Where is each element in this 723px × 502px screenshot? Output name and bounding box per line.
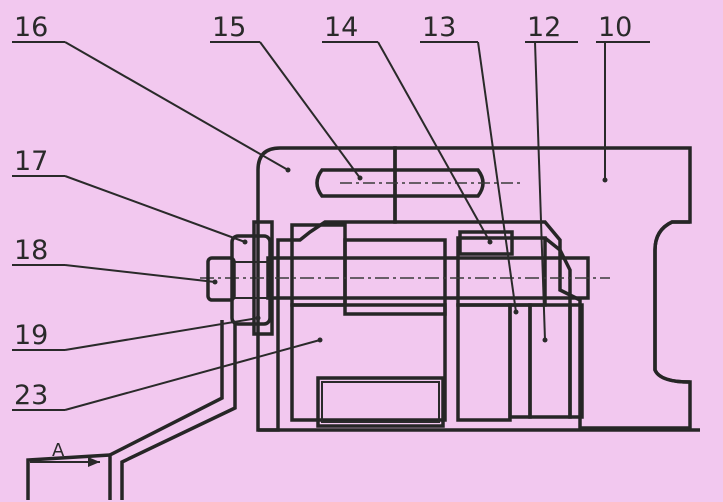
label-12: 12 bbox=[527, 12, 561, 43]
view-a-arrow: A bbox=[30, 440, 100, 467]
label-19: 19 bbox=[14, 320, 48, 351]
nut-17 bbox=[230, 220, 274, 336]
ring-13 bbox=[456, 236, 547, 422]
lever-arm bbox=[26, 320, 237, 500]
label-17: 17 bbox=[14, 146, 48, 177]
bolt-end-18 bbox=[206, 256, 236, 302]
view-a-label: A bbox=[52, 440, 65, 461]
reference-numerals: 16 15 14 13 12 10 17 18 19 23 bbox=[14, 12, 632, 411]
pin-15 bbox=[315, 168, 520, 198]
leader-lines bbox=[12, 41, 650, 411]
label-10: 10 bbox=[598, 12, 632, 43]
shaft-18 bbox=[200, 230, 610, 316]
coil-winding bbox=[316, 376, 445, 428]
label-23: 23 bbox=[14, 380, 48, 411]
label-16: 16 bbox=[14, 12, 48, 43]
label-18: 18 bbox=[14, 235, 48, 266]
stator-23 bbox=[290, 223, 447, 422]
piston-12 bbox=[508, 236, 584, 419]
label-14: 14 bbox=[324, 12, 358, 43]
label-13: 13 bbox=[422, 12, 456, 43]
label-15: 15 bbox=[212, 12, 246, 43]
housing-10 bbox=[393, 146, 692, 430]
cover-16 bbox=[256, 146, 397, 432]
